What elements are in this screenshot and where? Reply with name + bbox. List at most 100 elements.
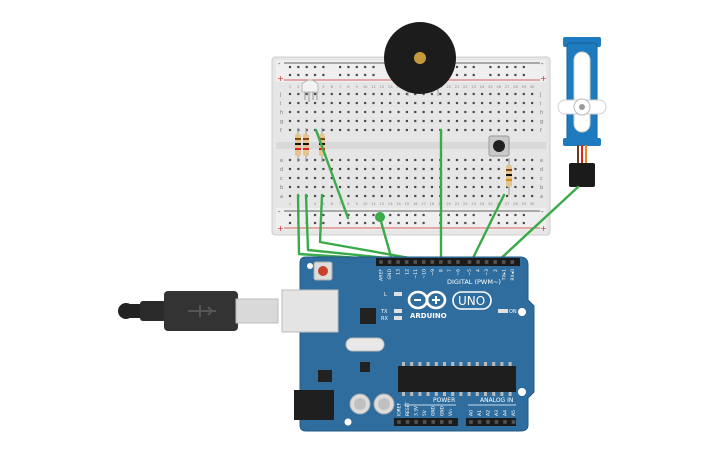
breadboard-hole[interactable] [447,176,450,180]
breadboard-hole[interactable] [305,185,308,189]
breadboard-hole[interactable] [455,119,459,123]
power-pin[interactable] [439,420,444,424]
breadboard-hole[interactable] [380,176,383,180]
rail-hole[interactable] [405,213,408,217]
rail-hole[interactable] [447,221,450,225]
breadboard-hole[interactable] [313,194,317,198]
breadboard-hole[interactable] [405,119,408,123]
breadboard-hole[interactable] [472,101,475,105]
breadboard-hole[interactable] [480,101,484,105]
breadboard-hole[interactable] [414,194,417,198]
breadboard-hole[interactable] [355,185,358,189]
breadboard-hole[interactable] [405,176,408,180]
breadboard-hole[interactable] [480,167,484,171]
rail-hole[interactable] [422,221,425,225]
breadboard-hole[interactable] [288,92,292,96]
piezo-buzzer[interactable] [384,22,456,96]
rail-hole[interactable] [339,213,342,217]
breadboard-hole[interactable] [414,128,417,132]
breadboard-hole[interactable] [372,194,375,198]
breadboard-hole[interactable] [422,185,425,189]
breadboard-hole[interactable] [522,158,525,162]
breadboard-hole[interactable] [330,158,333,162]
rail-hole[interactable] [305,73,308,77]
breadboard-hole[interactable] [330,92,333,96]
servo-motor[interactable] [557,37,607,187]
rail-hole[interactable] [347,213,350,217]
rail-hole[interactable] [339,65,342,69]
breadboard-hole[interactable] [322,167,325,171]
breadboard-hole[interactable] [355,194,358,198]
breadboard-hole[interactable] [480,176,484,180]
breadboard-hole[interactable] [455,92,459,96]
breadboard-hole[interactable] [531,119,534,123]
breadboard-hole[interactable] [364,92,367,96]
rail-hole[interactable] [288,221,292,225]
breadboard-hole[interactable] [489,167,492,171]
rail-hole[interactable] [506,221,509,225]
breadboard-hole[interactable] [405,128,408,132]
breadboard-hole[interactable] [389,101,392,105]
breadboard-hole[interactable] [506,158,509,162]
breadboard-hole[interactable] [380,110,383,114]
breadboard-hole[interactable] [397,185,400,189]
breadboard-hole[interactable] [447,167,450,171]
rail-hole[interactable] [489,65,492,69]
breadboard-hole[interactable] [531,92,534,96]
breadboard-hole[interactable] [355,167,358,171]
breadboard-hole[interactable] [364,176,367,180]
breadboard-hole[interactable] [305,119,308,123]
breadboard-hole[interactable] [397,101,400,105]
analog-pin[interactable] [494,420,499,424]
breadboard-hole[interactable] [480,158,484,162]
breadboard-hole[interactable] [455,176,459,180]
breadboard-hole[interactable] [339,110,342,114]
breadboard-hole[interactable] [489,185,492,189]
breadboard-hole[interactable] [397,128,400,132]
breadboard-hole[interactable] [372,119,375,123]
ground-rail-junction[interactable] [375,212,385,222]
breadboard-hole[interactable] [439,119,442,123]
rail-hole[interactable] [506,213,509,217]
breadboard-hole[interactable] [522,92,525,96]
breadboard-hole[interactable] [430,158,434,162]
breadboard-hole[interactable] [497,158,500,162]
breadboard-hole[interactable] [322,110,325,114]
breadboard-hole[interactable] [313,101,317,105]
breadboard-hole[interactable] [322,194,325,198]
breadboard-hole[interactable] [380,119,383,123]
rail-hole[interactable] [364,221,367,225]
breadboard-hole[interactable] [439,101,442,105]
breadboard-hole[interactable] [339,158,342,162]
rail-hole[interactable] [472,73,475,77]
breadboard-hole[interactable] [489,119,492,123]
breadboard-hole[interactable] [447,128,450,132]
analog-pin[interactable] [486,420,490,424]
rail-hole[interactable] [288,213,292,217]
rail-hole[interactable] [414,213,417,217]
breadboard-hole[interactable] [288,176,292,180]
breadboard-hole[interactable] [464,92,467,96]
rail-hole[interactable] [313,65,317,69]
rail-hole[interactable] [347,221,350,225]
breadboard-hole[interactable] [414,110,417,114]
rail-hole[interactable] [322,221,325,225]
rail-hole[interactable] [364,65,367,69]
rail-hole[interactable] [506,65,509,69]
breadboard-hole[interactable] [472,128,475,132]
digital-pin[interactable] [430,260,435,264]
breadboard-hole[interactable] [522,128,525,132]
breadboard-hole[interactable] [447,185,450,189]
breadboard-hole[interactable] [355,158,358,162]
breadboard-hole[interactable] [347,119,350,123]
breadboard-hole[interactable] [330,167,333,171]
breadboard-hole[interactable] [347,158,350,162]
breadboard-hole[interactable] [355,110,358,114]
breadboard-hole[interactable] [455,101,459,105]
breadboard-hole[interactable] [439,110,442,114]
rail-hole[interactable] [455,73,459,77]
breadboard-hole[interactable] [522,119,525,123]
digital-pin[interactable] [501,260,506,264]
breadboard-hole[interactable] [364,101,367,105]
breadboard-hole[interactable] [489,158,492,162]
